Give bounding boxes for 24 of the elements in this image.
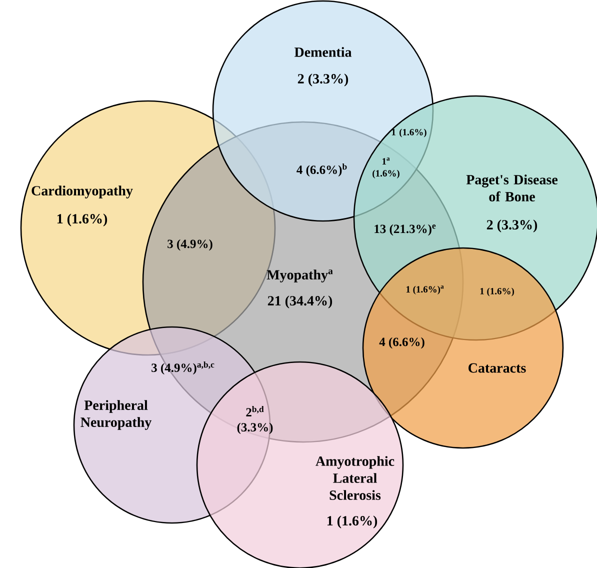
count-label: 3 (4.9%) [168,239,212,251]
count-label: 1 (1.6%)$^{a}$ [406,286,444,294]
count-label: 2 (3.3%) [486,220,538,232]
set-name: Paget's Disease of Bone [466,174,558,202]
set-name: Amyotrophic Lateral Sclerosis [316,456,394,500]
venn-circle [196,361,404,568]
count-label: 21 (34.4%) [268,296,332,308]
count-label: 1 (1.6%) [327,516,378,528]
count-label: 13 (21.3%)$^{e}$ [374,224,436,236]
set-name: Cardiomyopathy [32,186,133,198]
venn-circle [362,247,564,449]
count-label: 1 (1.6%) [480,288,514,296]
count-label: 3 (4.9%)$^{a,b,c}$ [152,361,214,375]
count-label: 2 (3.3%) [298,74,348,86]
set-name: Peripheral Neuropathy [80,400,152,430]
count-label: 4 (6.6%)$^{b}$ [296,163,347,177]
count-label: 1 (1.6%) [57,214,108,226]
count-label: 1$^{a}$ (1.6%) [372,158,400,178]
count-label: 2$^{b,d}$ (3.3%) [237,406,273,434]
count-label: 1 (1.6%) [392,128,426,138]
set-name: Cataracts [468,363,526,373]
set-name: Myopathy$^{a}$ [266,270,333,282]
count-label: 4 (6.6%) [379,337,424,349]
set-name: Dementia [294,47,352,57]
